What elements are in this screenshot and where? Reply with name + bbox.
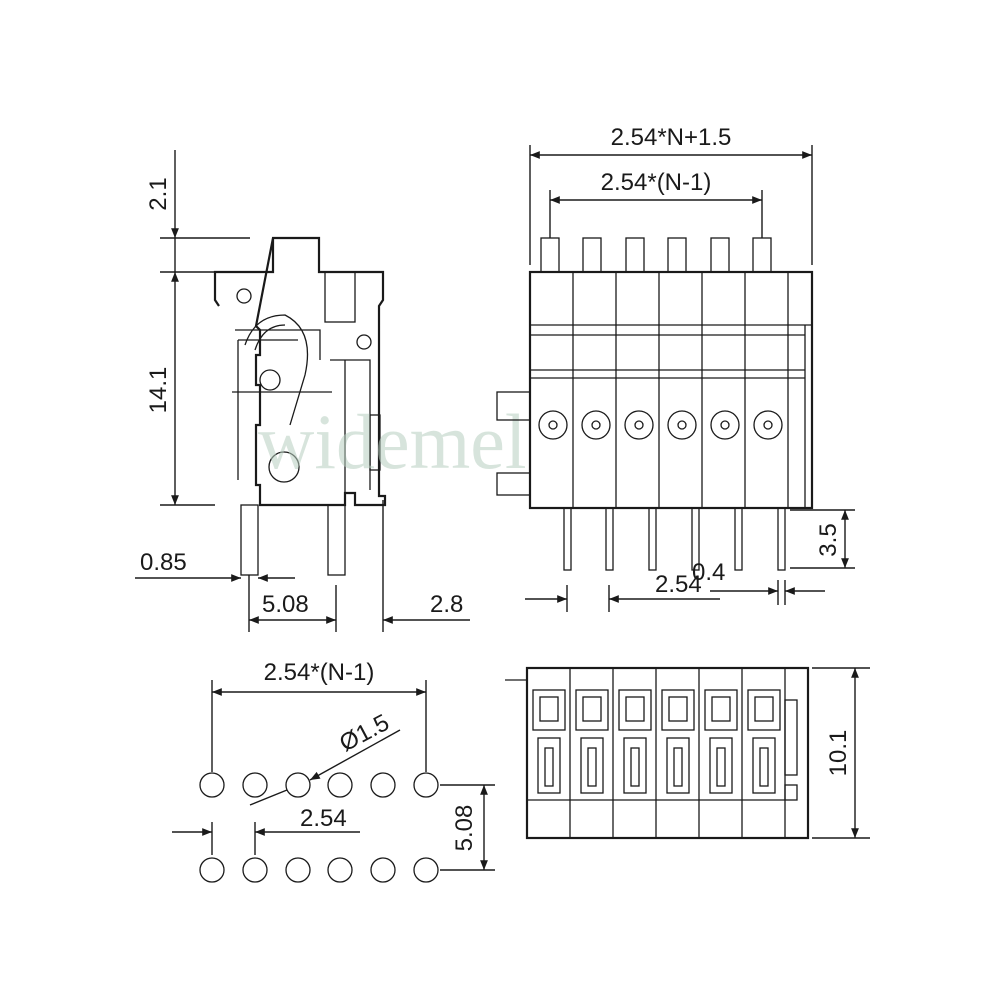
dim-pitch-pcb: 2.54 (300, 805, 347, 832)
dim-height: 14.1 (145, 367, 172, 414)
dim-pin-length: 3.5 (815, 523, 842, 556)
top-view: 10.1 (505, 666, 870, 840)
dim-offset: 2.8 (430, 591, 463, 618)
dim-pin-spacing: 5.08 (262, 591, 309, 618)
dim-pin-thickness: 0.4 (692, 559, 725, 586)
side-view: widemele (213, 236, 561, 576)
pcb-hole-layout: 2.54*(N-1) Ø1.5 2.54 5.08 (172, 659, 495, 883)
dim-pitch: 2.54 (655, 571, 702, 598)
watermark: widemele (258, 398, 561, 485)
side-view-dimensions: 2.1 14.1 0.85 5.08 2.8 (135, 150, 470, 632)
front-view (496, 237, 814, 571)
dim-pin-width: 0.85 (140, 549, 187, 576)
dim-top-gap: 2.1 (145, 177, 172, 210)
front-view-dimensions: 2.54*N+1.5 2.54*(N-1) 3.5 2.54 0.4 (525, 124, 855, 612)
dim-pitch-span: 2.54*(N-1) (601, 169, 712, 196)
dim-overall-width: 2.54*N+1.5 (611, 124, 732, 151)
dim-depth: 10.1 (825, 730, 852, 777)
dim-row-spacing: 5.08 (451, 805, 478, 852)
dim-span: 2.54*(N-1) (264, 659, 375, 686)
